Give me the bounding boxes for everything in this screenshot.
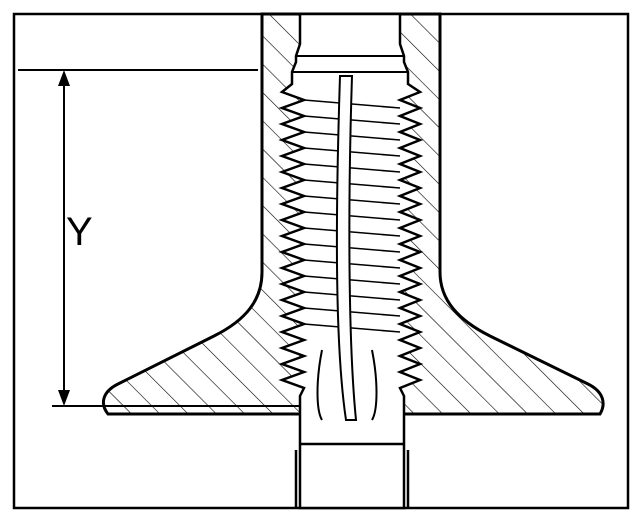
central-slot (335, 75, 358, 421)
slot-curve-right (371, 349, 378, 421)
threaded-bore (278, 12, 424, 510)
thread-lines (303, 99, 401, 333)
dimension-label-y: Y (66, 210, 93, 254)
dimension-arrow-top (58, 70, 70, 86)
dimension-y (18, 69, 300, 407)
dimension-arrow-bottom (58, 390, 70, 406)
slot-curve-left (316, 349, 323, 421)
